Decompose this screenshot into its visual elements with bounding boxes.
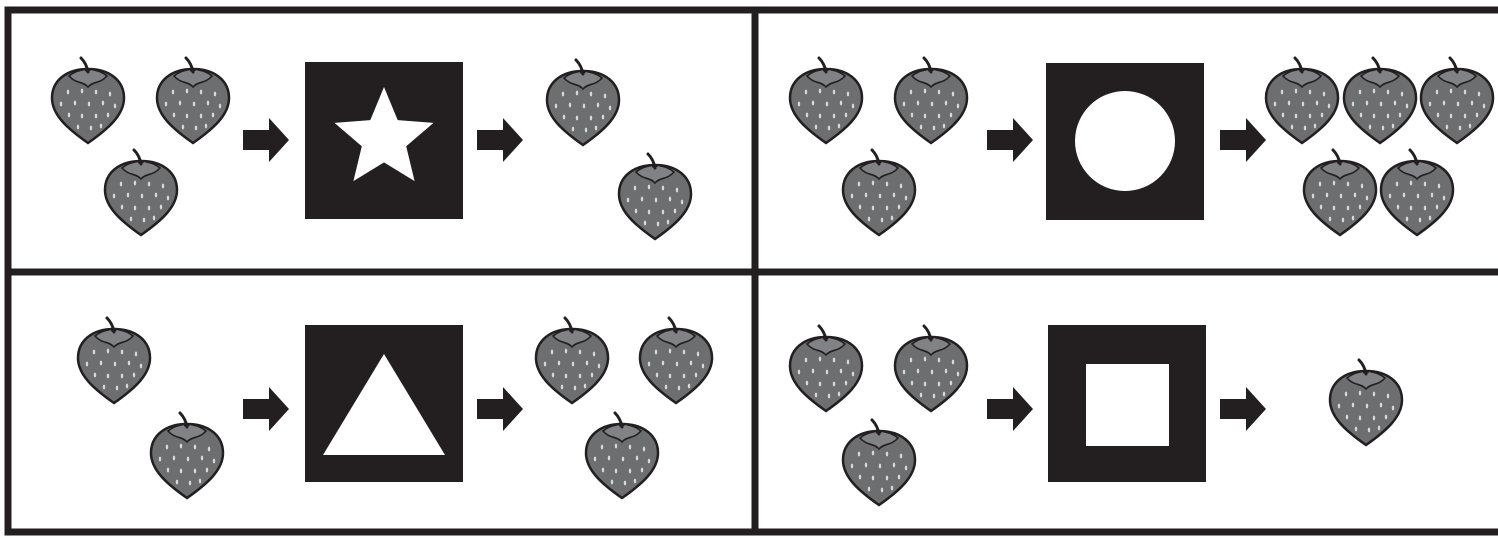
input-strawberries: [788, 324, 969, 507]
panel-square: [788, 324, 1404, 507]
strawberry-icon: [1264, 56, 1340, 145]
strawberry-icon: [149, 411, 225, 500]
strawberry-icon: [584, 411, 660, 500]
input-strawberries: [788, 56, 969, 237]
arrow-icon: [1220, 387, 1266, 431]
arrow-icon: [243, 118, 289, 162]
strawberry-icon: [1328, 358, 1404, 447]
strawberry-icon: [1302, 148, 1378, 237]
panel-star: [50, 56, 693, 241]
circle-operation-box: [1046, 63, 1204, 220]
strawberry-icon: [76, 316, 152, 405]
strawberry-icon: [103, 148, 179, 237]
strawberry-icon: [50, 56, 126, 145]
arrow-icon: [477, 118, 523, 162]
output-strawberries: [1264, 56, 1495, 237]
arrow-icon: [987, 387, 1033, 431]
output-strawberries: [545, 58, 693, 241]
strawberry-icon: [617, 152, 693, 241]
square-operation-box: [1048, 325, 1206, 482]
strawberry-icon: [534, 316, 610, 405]
output-strawberries: [534, 316, 714, 500]
strawberry-icon: [893, 56, 969, 145]
triangle-icon: [323, 354, 445, 455]
strawberry-icon: [1419, 56, 1495, 145]
input-strawberries: [50, 56, 231, 237]
triangle-operation-box: [305, 325, 463, 482]
panel-triangle: [76, 316, 714, 500]
arrow-icon: [243, 387, 289, 431]
panel-circle: [788, 56, 1495, 237]
strawberry-icon: [638, 316, 714, 405]
strawberry-icon: [841, 418, 917, 507]
output-strawberries: [1328, 358, 1404, 447]
grid-frame: [4, 6, 1498, 536]
arrow-icon: [1220, 118, 1266, 162]
strawberry-icon: [1379, 148, 1455, 237]
strawberry-icon: [893, 324, 969, 413]
strawberry-icon: [545, 58, 621, 147]
strawberry-icon: [788, 324, 864, 413]
star-icon: [334, 87, 434, 182]
strawberry-icon: [788, 56, 864, 145]
input-strawberries: [76, 316, 225, 500]
strawberry-icon: [1342, 56, 1418, 145]
square-icon: [1086, 364, 1169, 446]
arrow-icon: [987, 118, 1033, 162]
strawberry-icon: [155, 56, 231, 145]
strawberry-icon: [841, 148, 917, 237]
star-operation-box: [305, 62, 463, 219]
circle-icon: [1075, 91, 1175, 191]
arrow-icon: [477, 387, 523, 431]
